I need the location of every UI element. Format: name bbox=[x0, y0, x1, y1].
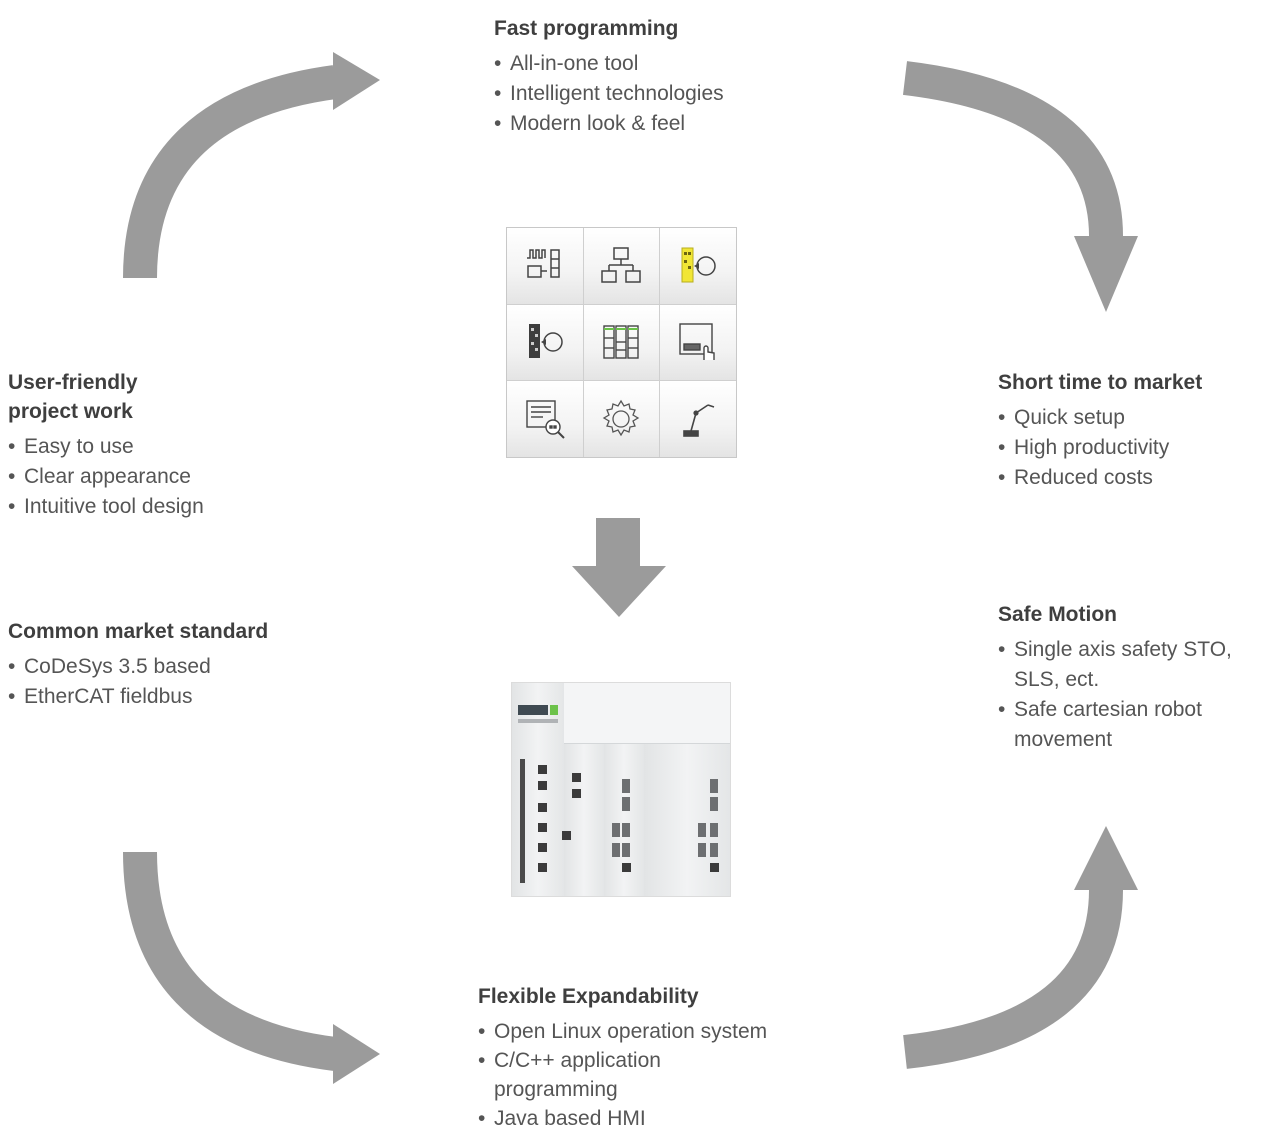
safe-motion-list: Single axis safety STO, SLS, ect. Safe c… bbox=[998, 635, 1260, 755]
list-item: Intuitive tool design bbox=[8, 492, 204, 522]
network-topology-icon bbox=[601, 247, 642, 283]
software-icon-grid bbox=[506, 227, 737, 458]
fast-programming-heading: Fast programming bbox=[494, 17, 679, 40]
arrow-left-to-bottom bbox=[123, 851, 380, 1084]
fast-programming-block: Fast programming All-in-one tool Intelli… bbox=[494, 14, 724, 139]
document-search-icon bbox=[526, 400, 565, 439]
safe-motion-heading: Safe Motion bbox=[998, 603, 1117, 626]
list-item: C/C++ application programming bbox=[478, 1046, 694, 1104]
user-friendly-heading-line2: project work bbox=[8, 400, 133, 423]
short-time-to-market-block: Short time to market Quick setup High pr… bbox=[998, 368, 1202, 493]
list-item: Reduced costs bbox=[998, 463, 1202, 493]
list-item: Open Linux operation system bbox=[478, 1017, 818, 1046]
list-item: Safe cartesian robot movement bbox=[998, 695, 1260, 755]
list-item: Quick setup bbox=[998, 403, 1202, 433]
robot-arm-icon bbox=[683, 404, 715, 437]
flexible-expandability-heading: Flexible Expandability bbox=[478, 985, 699, 1008]
yellow-module-cycle-icon bbox=[681, 247, 716, 283]
tile-hmi bbox=[660, 304, 736, 381]
arrow-center-down bbox=[572, 518, 666, 617]
module-cycle-icon bbox=[528, 324, 563, 359]
tile-io-config bbox=[507, 228, 583, 304]
tile-settings bbox=[583, 381, 660, 457]
user-friendly-heading-line1: User-friendly bbox=[8, 371, 138, 394]
tile-library bbox=[583, 304, 660, 381]
tile-diagnostics bbox=[507, 381, 583, 457]
user-friendly-list: Easy to use Clear appearance Intuitive t… bbox=[8, 432, 204, 522]
common-market-list: CoDeSys 3.5 based EtherCAT fieldbus bbox=[8, 652, 268, 712]
user-friendly-block: User-friendly project work Easy to use C… bbox=[8, 368, 204, 522]
list-item: All-in-one tool bbox=[494, 49, 724, 79]
touch-panel-icon bbox=[679, 323, 715, 361]
tile-robotics bbox=[660, 381, 736, 457]
list-item: EtherCAT fieldbus bbox=[8, 682, 268, 712]
list-item: Java based HMI bbox=[478, 1104, 818, 1133]
short-time-heading: Short time to market bbox=[998, 371, 1203, 394]
tile-yellow-module bbox=[660, 228, 736, 304]
tile-network bbox=[583, 228, 660, 304]
list-item: Single axis safety STO, SLS, ect. bbox=[998, 635, 1260, 695]
gear-icon bbox=[603, 399, 640, 437]
tile-module bbox=[507, 304, 583, 381]
fast-programming-list: All-in-one tool Intelligent technologies… bbox=[494, 49, 724, 139]
short-time-list: Quick setup High productivity Reduced co… bbox=[998, 403, 1202, 493]
list-item: High productivity bbox=[998, 433, 1202, 463]
list-item: Intelligent technologies bbox=[494, 79, 724, 109]
arrow-left-to-top bbox=[123, 52, 380, 279]
list-item: Easy to use bbox=[8, 432, 204, 462]
list-item: Modern look & feel bbox=[494, 109, 724, 139]
storage-library-icon bbox=[603, 325, 640, 360]
pulse-io-module-icon bbox=[526, 249, 560, 278]
list-item: Clear appearance bbox=[8, 462, 204, 492]
flexible-expandability-list: Open Linux operation system C/C++ applic… bbox=[478, 1017, 818, 1133]
arrow-top-to-right bbox=[902, 61, 1138, 312]
controller-hardware-image bbox=[511, 682, 731, 897]
common-market-standard-block: Common market standard CoDeSys 3.5 based… bbox=[8, 617, 268, 712]
safe-motion-block: Safe Motion Single axis safety STO, SLS,… bbox=[998, 600, 1260, 755]
arrow-bottom-to-right bbox=[903, 826, 1138, 1069]
user-friendly-heading: User-friendly project work bbox=[8, 368, 204, 426]
flexible-expandability-block: Flexible Expandability Open Linux operat… bbox=[478, 982, 818, 1133]
common-market-heading: Common market standard bbox=[8, 620, 269, 643]
list-item: CoDeSys 3.5 based bbox=[8, 652, 268, 682]
